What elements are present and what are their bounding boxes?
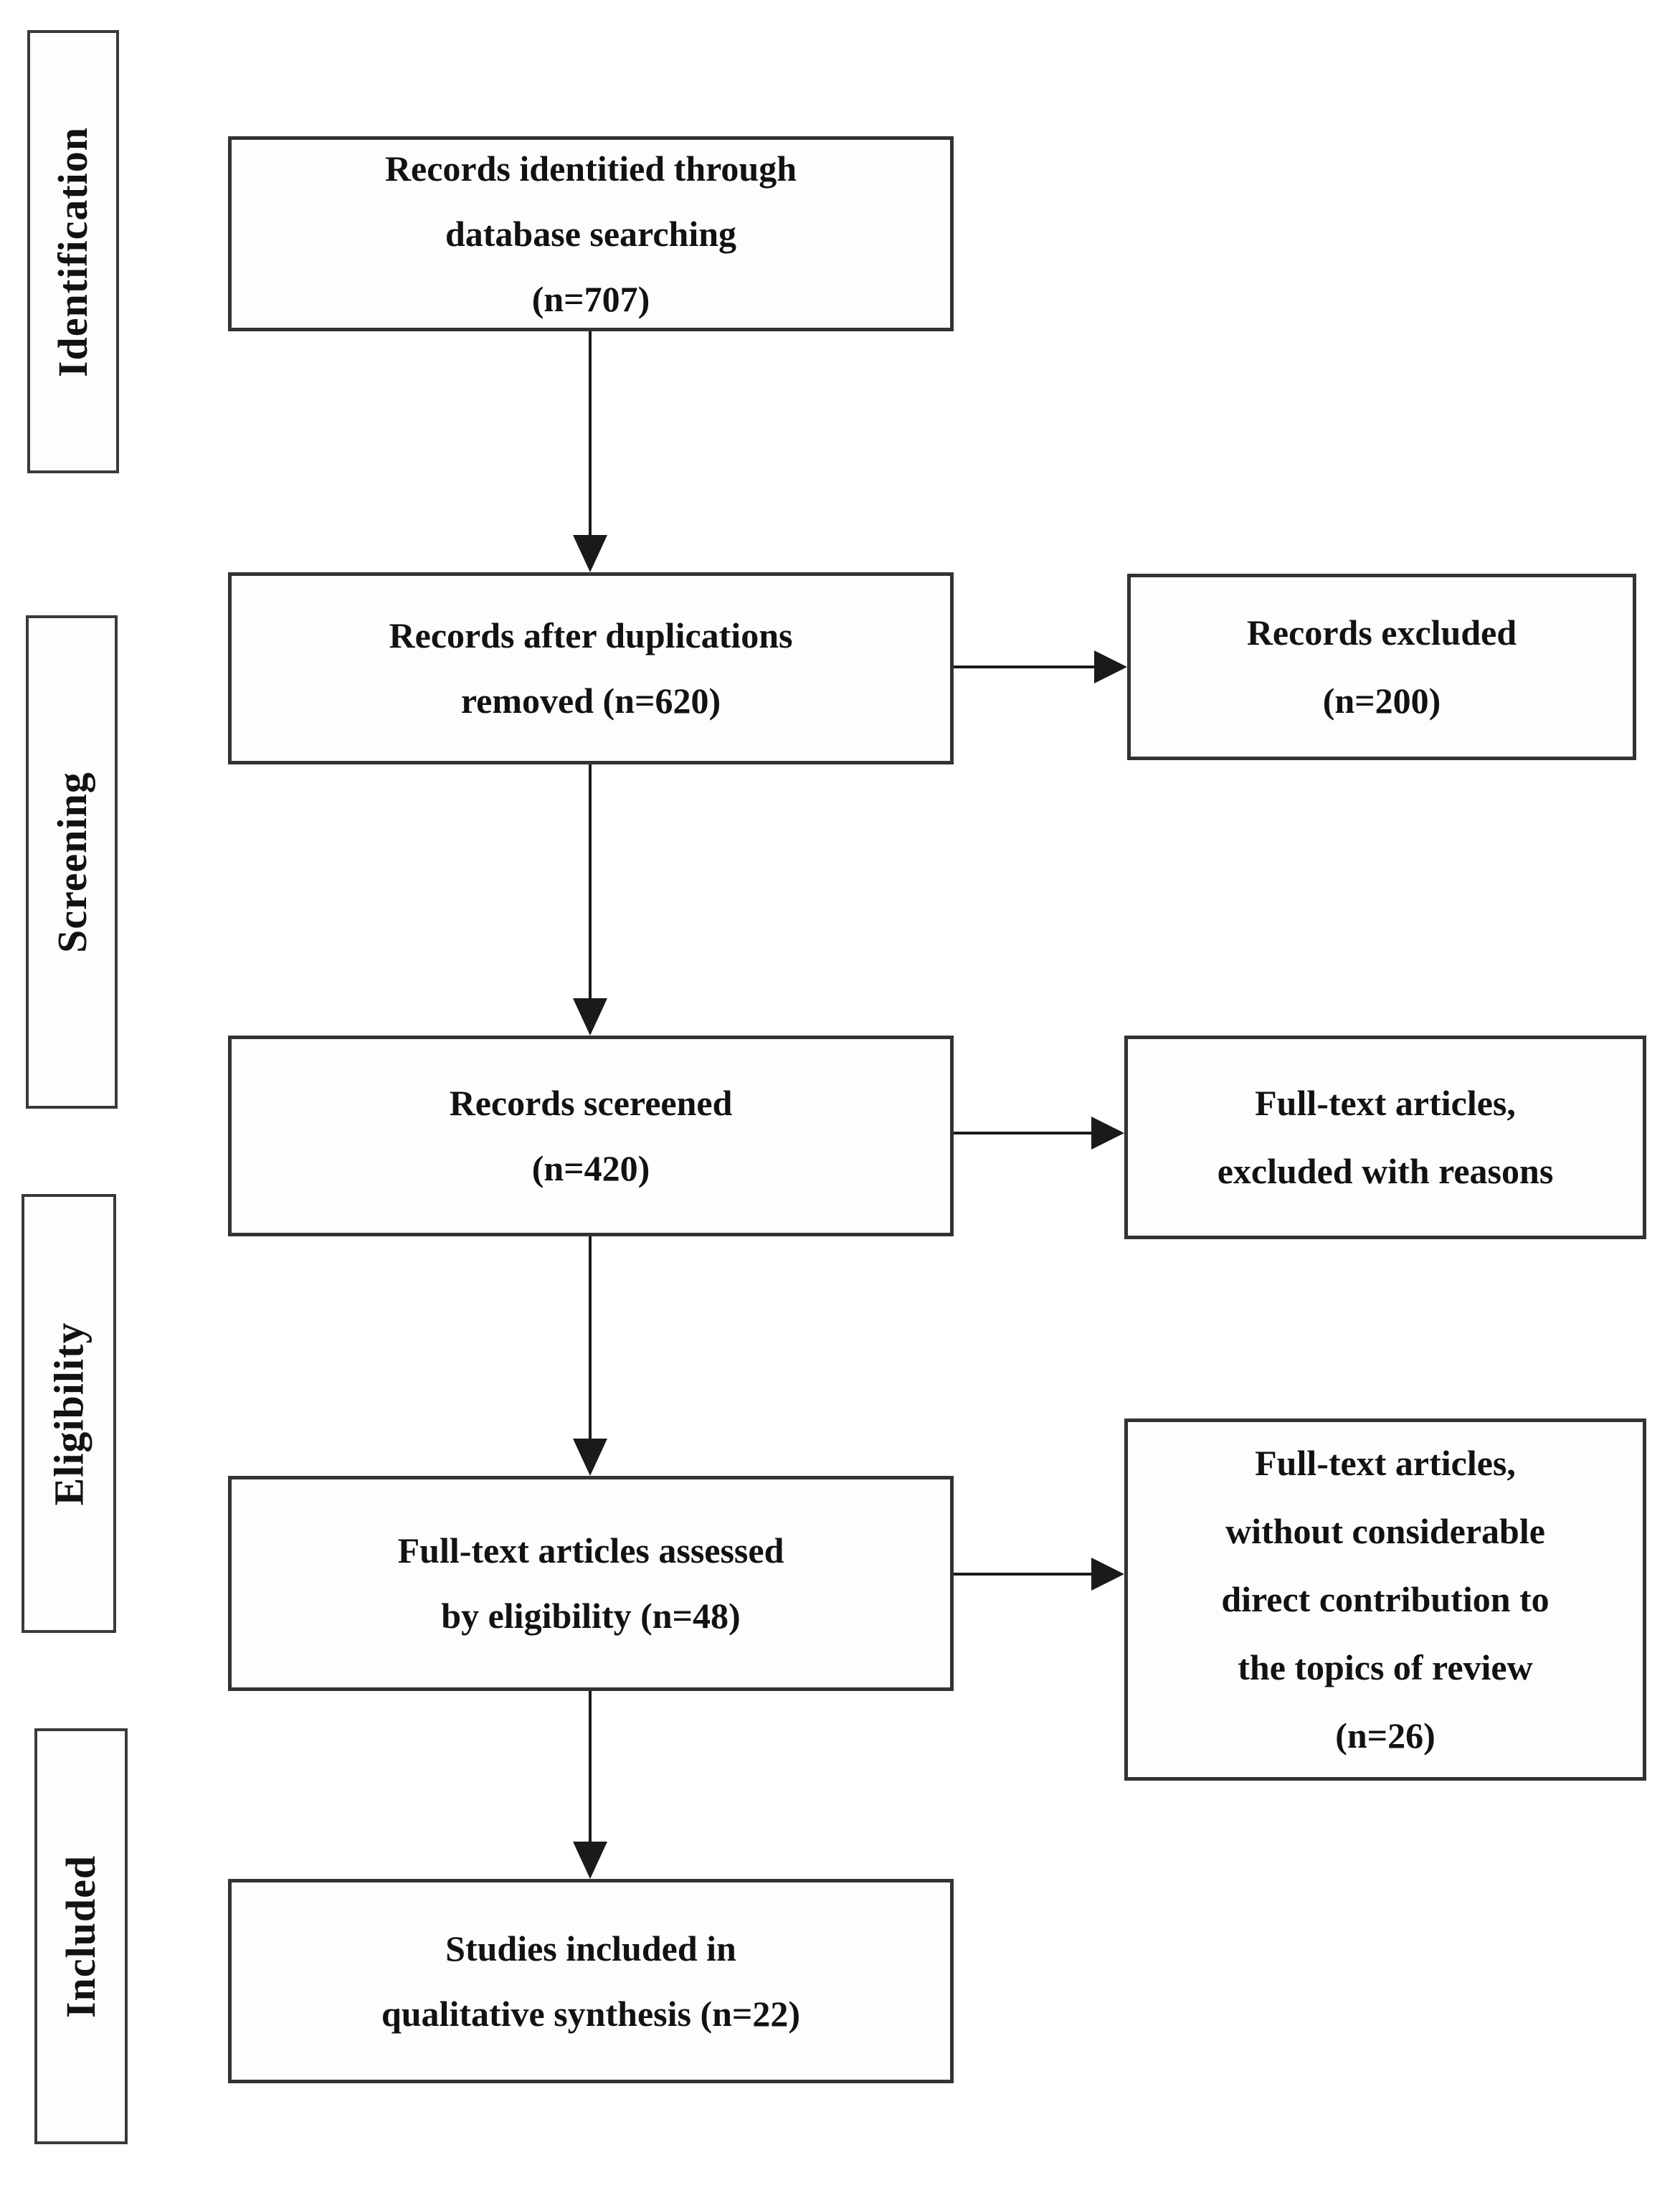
stage-box-eligibility: Eligibility [22,1194,116,1633]
arrowhead-down-icon [573,1842,607,1879]
flow-box-duplicates-removed: Records after duplications removed (n=62… [228,572,954,764]
arrow-stem [954,1573,1093,1576]
arrow-down-4 [573,1691,607,1879]
box-line: (n=420) [531,1148,650,1188]
box-line: Full-text articles, [1255,1443,1516,1483]
flow-box-fulltext-assessed: Full-text articles assessed by eligibili… [228,1476,954,1691]
side-box-no-direct-contribution: Full-text articles, without considerable… [1124,1418,1646,1781]
arrow-right-3 [954,1557,1124,1591]
flow-box-records-identified: Records identitied through database sear… [228,136,954,331]
arrow-stem [954,666,1096,668]
box-line: by eligibility (n=48) [441,1596,741,1636]
arrowhead-right-icon [1094,650,1127,683]
box-line: (n=26) [1335,1715,1435,1756]
box-line: excluded with reasons [1217,1151,1554,1191]
side-box-records-excluded: Records excluded (n=200) [1127,574,1636,760]
stage-label: Eligibility [45,1322,92,1505]
box-line: Records scereened [449,1083,733,1123]
box-line: (n=707) [531,278,650,319]
box-line: Records excluded [1246,612,1517,653]
box-line: without considerable [1225,1511,1545,1551]
arrow-stem [589,764,592,1000]
arrowhead-down-icon [573,998,607,1036]
box-line: direct contribution to [1221,1579,1550,1619]
box-line: (n=200) [1322,681,1441,721]
arrow-stem [589,1691,592,1843]
box-line: Full-text articles, [1255,1083,1516,1123]
box-line: Full-text articles assessed [397,1530,784,1571]
stage-label: Identification [49,126,97,377]
box-line: Records after duplications [389,615,793,655]
flow-box-records-screened: Records scereened (n=420) [228,1036,954,1236]
box-line: Studies included in [445,1928,736,1969]
flow-box-studies-included: Studies included in qualitative synthesi… [228,1879,954,2083]
arrow-right-1 [954,650,1127,684]
stage-label: Included [57,1855,105,2018]
stage-box-screening: Screening [26,615,118,1109]
arrow-down-1 [573,331,607,572]
box-line: qualitative synthesis (n=22) [381,1993,801,2034]
arrow-stem [954,1132,1093,1135]
side-box-fulltext-excluded: Full-text articles, excluded with reason… [1124,1036,1646,1239]
stage-label: Screening [48,771,95,953]
arrow-down-3 [573,1236,607,1476]
arrowhead-down-icon [573,535,607,572]
arrow-right-2 [954,1116,1124,1150]
box-line: Records identitied through [384,148,797,189]
stage-box-identification: Identification [27,30,119,473]
arrowhead-right-icon [1091,1558,1124,1591]
arrow-stem [589,1236,592,1440]
arrow-down-2 [573,764,607,1036]
arrowhead-right-icon [1091,1117,1124,1150]
stage-box-included: Included [34,1728,128,2144]
arrow-stem [589,331,592,536]
arrowhead-down-icon [573,1439,607,1476]
box-line: the topics of review [1238,1647,1533,1687]
box-line: database searching [445,213,737,254]
box-line: removed (n=620) [460,681,721,721]
